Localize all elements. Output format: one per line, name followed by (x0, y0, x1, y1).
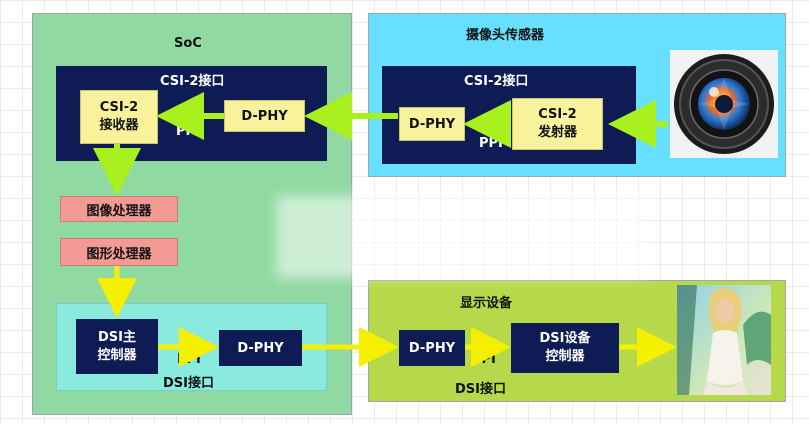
soc-title: SoC (174, 36, 202, 51)
sensor-csi2-interface-title: CSI-2接口 (464, 74, 529, 89)
image-processor-box: 图像处理器 (60, 196, 178, 222)
blurred-watermark (276, 196, 648, 278)
sensor-dphy-box: D-PHY (399, 107, 465, 141)
display-dphy-box: D-PHY (399, 330, 465, 366)
display-photo-image (677, 285, 771, 395)
dsi-host-controller-box: DSI主 控制器 (76, 319, 158, 374)
soc-csi2-interface-title: CSI-2接口 (160, 74, 225, 89)
display-dsi-interface-title: DSI接口 (455, 382, 506, 397)
camera-sensor-title: 摄像头传感器 (466, 28, 545, 43)
csi2-transmitter-box: CSI-2 发射器 (512, 98, 603, 150)
camera-lens-image (670, 50, 778, 158)
csi2-receiver-box: CSI-2 接收器 (80, 90, 158, 144)
soc-dsi-interface-title: DSI接口 (163, 376, 214, 391)
graphics-processor-box: 图形处理器 (60, 238, 178, 266)
soc-dphy-rx-box: D-PHY (224, 100, 305, 132)
display-device-title: 显示设备 (460, 296, 513, 311)
dsi-device-controller-box: DSI设备 控制器 (511, 323, 619, 373)
soc-dphy-tx-box: D-PHY (219, 330, 302, 366)
